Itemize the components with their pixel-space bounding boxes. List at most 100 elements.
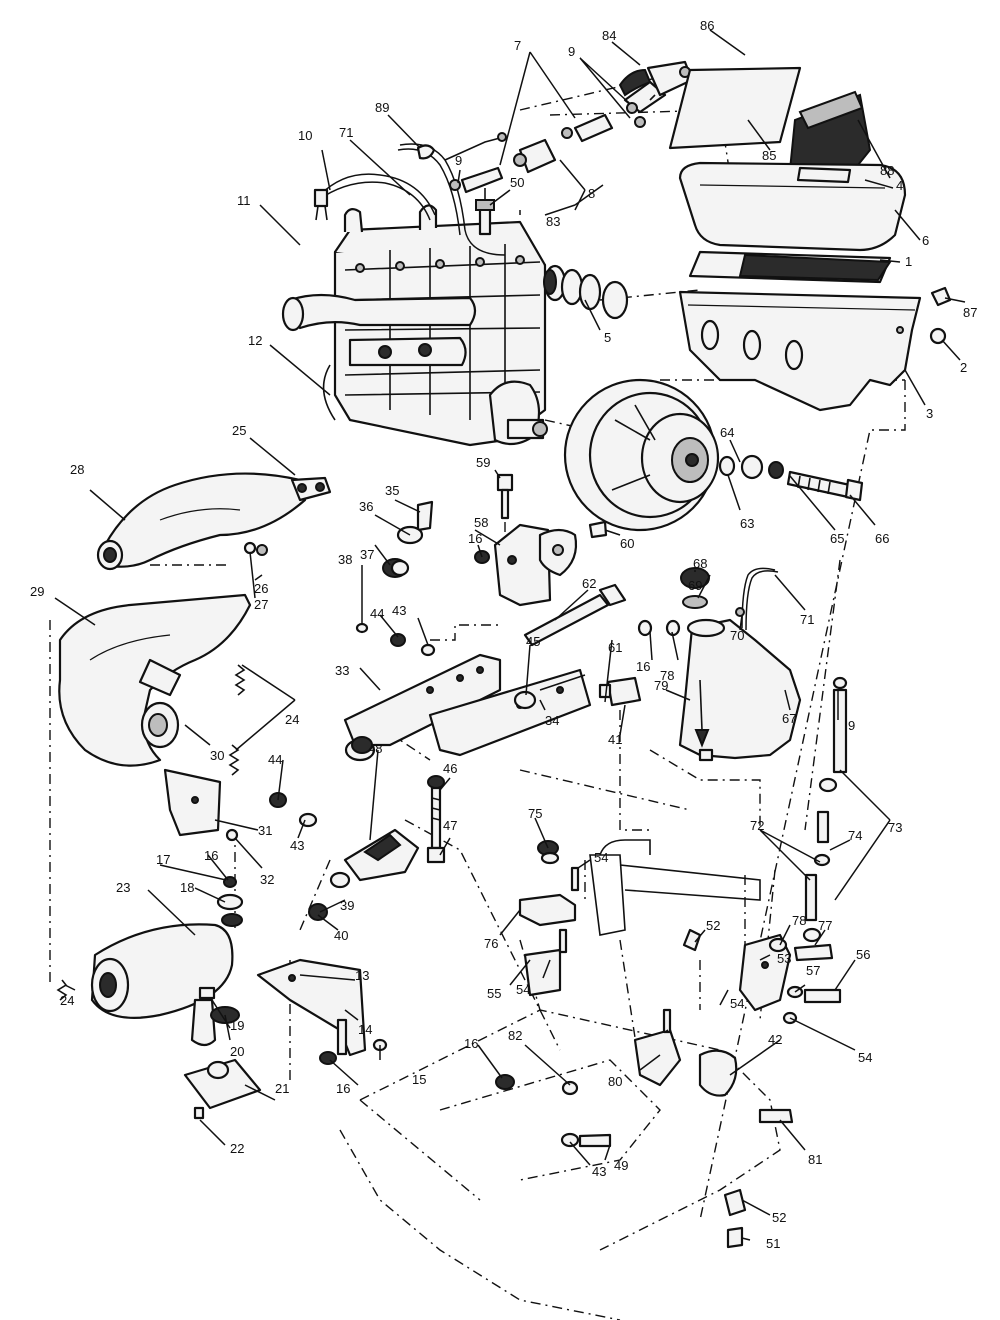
label-16: 16 (468, 531, 482, 546)
engine-mount-bracket-upper (493, 523, 578, 607)
carburetor-boots (543, 264, 629, 320)
label-29: 29 (30, 584, 44, 599)
leader-lines (54, 29, 966, 1241)
label-76: 76 (484, 936, 498, 951)
label-82: 82 (508, 1028, 522, 1043)
label-80: 80 (608, 1074, 622, 1089)
label-30: 30 (210, 748, 224, 763)
label-16: 16 (636, 659, 650, 674)
label-16: 16 (204, 848, 218, 863)
label-31: 31 (258, 823, 272, 838)
label-24: 24 (285, 712, 299, 727)
fuel-pump (618, 60, 694, 101)
label-68: 68 (693, 556, 707, 571)
exhaust-pipe (58, 593, 252, 767)
label-38: 38 (338, 552, 352, 567)
label-81: 81 (808, 1152, 822, 1167)
label-41: 41 (608, 732, 622, 747)
label-46: 46 (443, 761, 457, 776)
fuel-line-assembly (449, 80, 667, 194)
label-54: 54 (516, 982, 530, 997)
label-78: 78 (660, 668, 674, 683)
label-10: 10 (298, 128, 312, 143)
label-34: 34 (545, 713, 559, 728)
label-54: 54 (858, 1050, 872, 1065)
silencer (56, 923, 234, 1047)
label-16: 16 (336, 1081, 350, 1096)
label-58: 58 (474, 515, 488, 530)
label-12: 12 (248, 333, 262, 348)
label-53: 53 (777, 951, 791, 966)
label-40: 40 (334, 928, 348, 943)
label-63: 63 (740, 516, 754, 531)
label-61: 61 (608, 640, 622, 655)
label-28: 28 (70, 462, 84, 477)
label-1: 1 (905, 254, 912, 269)
label-52: 52 (772, 1210, 786, 1225)
label-15: 15 (412, 1072, 426, 1087)
silencer-bracket (163, 768, 239, 842)
label-36: 36 (359, 499, 373, 514)
torque-rod (523, 583, 627, 647)
clutch-bolt-hardware (718, 454, 864, 502)
label-43: 43 (592, 1164, 606, 1179)
label-18: 18 (180, 880, 194, 895)
label-67: 67 (782, 711, 796, 726)
label-17: 17 (156, 852, 170, 867)
label-74: 74 (848, 828, 862, 843)
mount-bolt-47 (426, 775, 446, 864)
label-43: 43 (290, 838, 304, 853)
label-88: 88 (880, 163, 894, 178)
oil-tank-cap (680, 567, 710, 609)
label-33: 33 (335, 663, 349, 678)
label-39: 39 (340, 898, 354, 913)
label-43: 43 (392, 603, 406, 618)
label-75: 75 (528, 806, 542, 821)
chassis-bolts (495, 937, 842, 1249)
label-83: 83 (546, 214, 560, 229)
label-11: 11 (237, 193, 251, 208)
engine-mount-rubbers (269, 690, 537, 921)
label-51: 51 (766, 1236, 780, 1251)
label-65: 65 (830, 531, 844, 546)
label-14: 14 (358, 1022, 372, 1037)
label-72: 72 (750, 818, 764, 833)
label-69: 69 (688, 578, 702, 593)
label-49: 49 (614, 1158, 628, 1173)
label-59: 59 (476, 455, 490, 470)
label-20: 20 (230, 1044, 244, 1059)
label-60: 60 (620, 536, 634, 551)
label-13: 13 (355, 968, 369, 983)
oil-tank (637, 618, 802, 762)
label-5: 5 (604, 330, 611, 345)
label-7: 7 (514, 38, 521, 53)
label-2: 2 (960, 360, 967, 375)
label-56: 56 (856, 947, 870, 962)
silencer-mount-hardware (216, 876, 244, 927)
label-47: 47 (443, 818, 457, 833)
label-78: 78 (792, 913, 806, 928)
label-55: 55 (487, 986, 501, 1001)
part-labels: 86 84 7 9 89 71 10 9 50 85 88 4 8 83 11 … (30, 18, 977, 1251)
label-25: 25 (232, 423, 246, 438)
label-85: 85 (762, 148, 776, 163)
label-57: 57 (806, 963, 820, 978)
mount-stud-41 (598, 676, 642, 707)
air-box-foam (788, 90, 872, 177)
exhaust-springs (228, 664, 246, 776)
label-89: 89 (375, 100, 389, 115)
label-8: 8 (588, 186, 595, 201)
label-23: 23 (116, 880, 130, 895)
label-62: 62 (582, 576, 596, 591)
label-27: 27 (254, 597, 268, 612)
label-84: 84 (602, 28, 616, 43)
label-48: 48 (368, 741, 382, 756)
label-50: 50 (510, 175, 524, 190)
exhaust-manifold (96, 472, 332, 571)
label-52: 52 (706, 918, 720, 933)
label-70: 70 (730, 628, 744, 643)
label-42: 42 (768, 1032, 782, 1047)
label-66: 66 (875, 531, 889, 546)
chassis-frame (339, 839, 792, 1320)
label-44: 44 (370, 606, 384, 621)
